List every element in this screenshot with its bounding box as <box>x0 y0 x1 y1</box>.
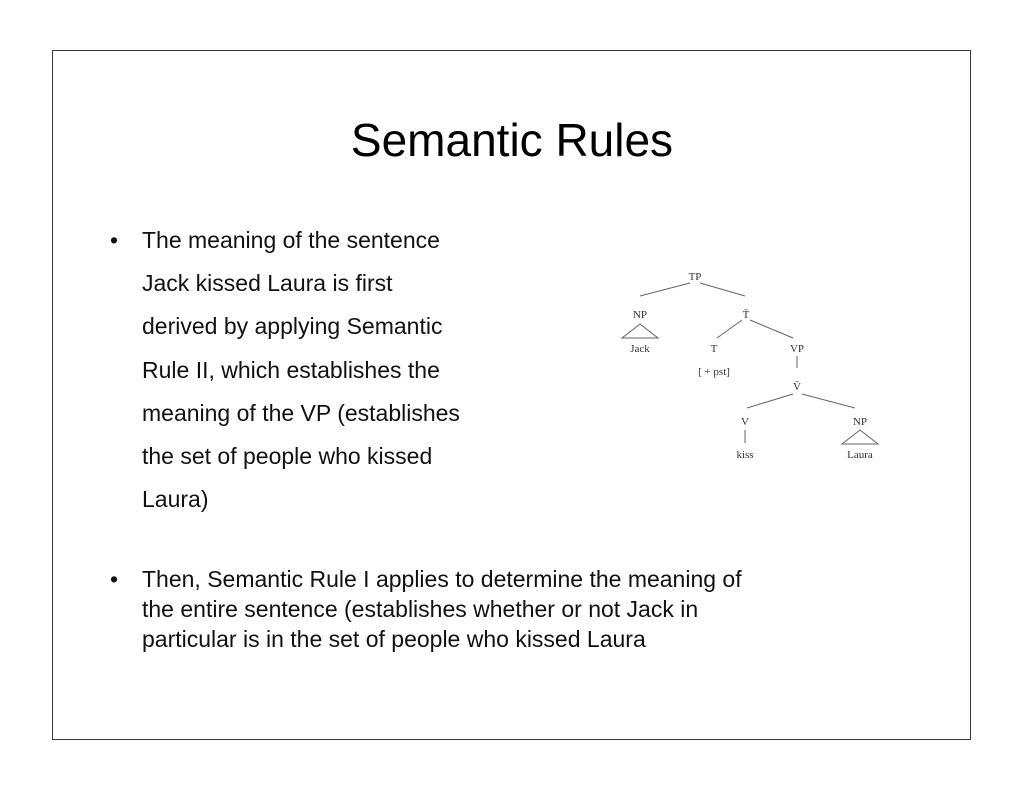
node-vp: VP <box>790 343 804 355</box>
edge-tp-np <box>639 282 691 297</box>
leaf-kiss: kiss <box>736 449 753 461</box>
bullet-1-line-5: meaning of the VP (establishes <box>142 399 460 426</box>
bullet-1-line-3: derived by applying Semantic <box>142 313 443 340</box>
bullet-2-line-1: Then, Semantic Rule I applies to determi… <box>142 566 742 592</box>
triangle-np-subject <box>620 323 660 339</box>
leaf-laura: Laura <box>847 449 873 461</box>
bullet-1-line-2: Jack kissed Laura is first <box>142 270 393 297</box>
bullet-1-line-7: Laura) <box>142 486 209 513</box>
bullet-1-line-6: the set of people who kissed <box>142 443 433 470</box>
triangle-np-object <box>840 429 880 445</box>
edge-tbar-vp <box>749 319 794 339</box>
slide <box>52 50 971 740</box>
edge-tbar-t <box>716 319 743 339</box>
bullet-item-1: • The meaning of the sentence Jack kisse… <box>110 219 542 521</box>
bullet-1-line-4: Rule II, which establishes the <box>142 356 440 383</box>
bullet-2-line-2: the entire sentence (establishes whether… <box>142 596 699 622</box>
node-tp: TP <box>689 271 702 283</box>
node-tbar: T̄ <box>743 309 750 321</box>
slide-title: Semantic Rules <box>350 114 674 166</box>
bullet-item-2: • Then, Semantic Rule I applies to deter… <box>110 564 932 654</box>
syntax-tree-diagram: TP NP T̄ Jack T [ + pst] VP V̄ V NP kiss… <box>590 258 910 478</box>
node-v: V <box>741 416 749 428</box>
node-np-object: NP <box>853 416 867 428</box>
edge-vbar-np <box>801 393 856 409</box>
bullet-1-line-1: The meaning of the sentence <box>142 227 440 253</box>
node-t: T <box>711 343 718 355</box>
edge-vbar-v <box>746 393 794 409</box>
bullet-dot-icon: • <box>110 566 119 592</box>
feature-pst: [ + pst] <box>698 366 730 378</box>
leaf-jack: Jack <box>630 343 650 355</box>
node-np-subject: NP <box>633 309 647 321</box>
edge-tp-tbar <box>699 282 746 297</box>
bullet-dot-icon: • <box>110 227 119 253</box>
node-vbar: V̄ <box>793 381 801 393</box>
bullet-2-line-3: particular is in the set of people who k… <box>142 626 646 652</box>
